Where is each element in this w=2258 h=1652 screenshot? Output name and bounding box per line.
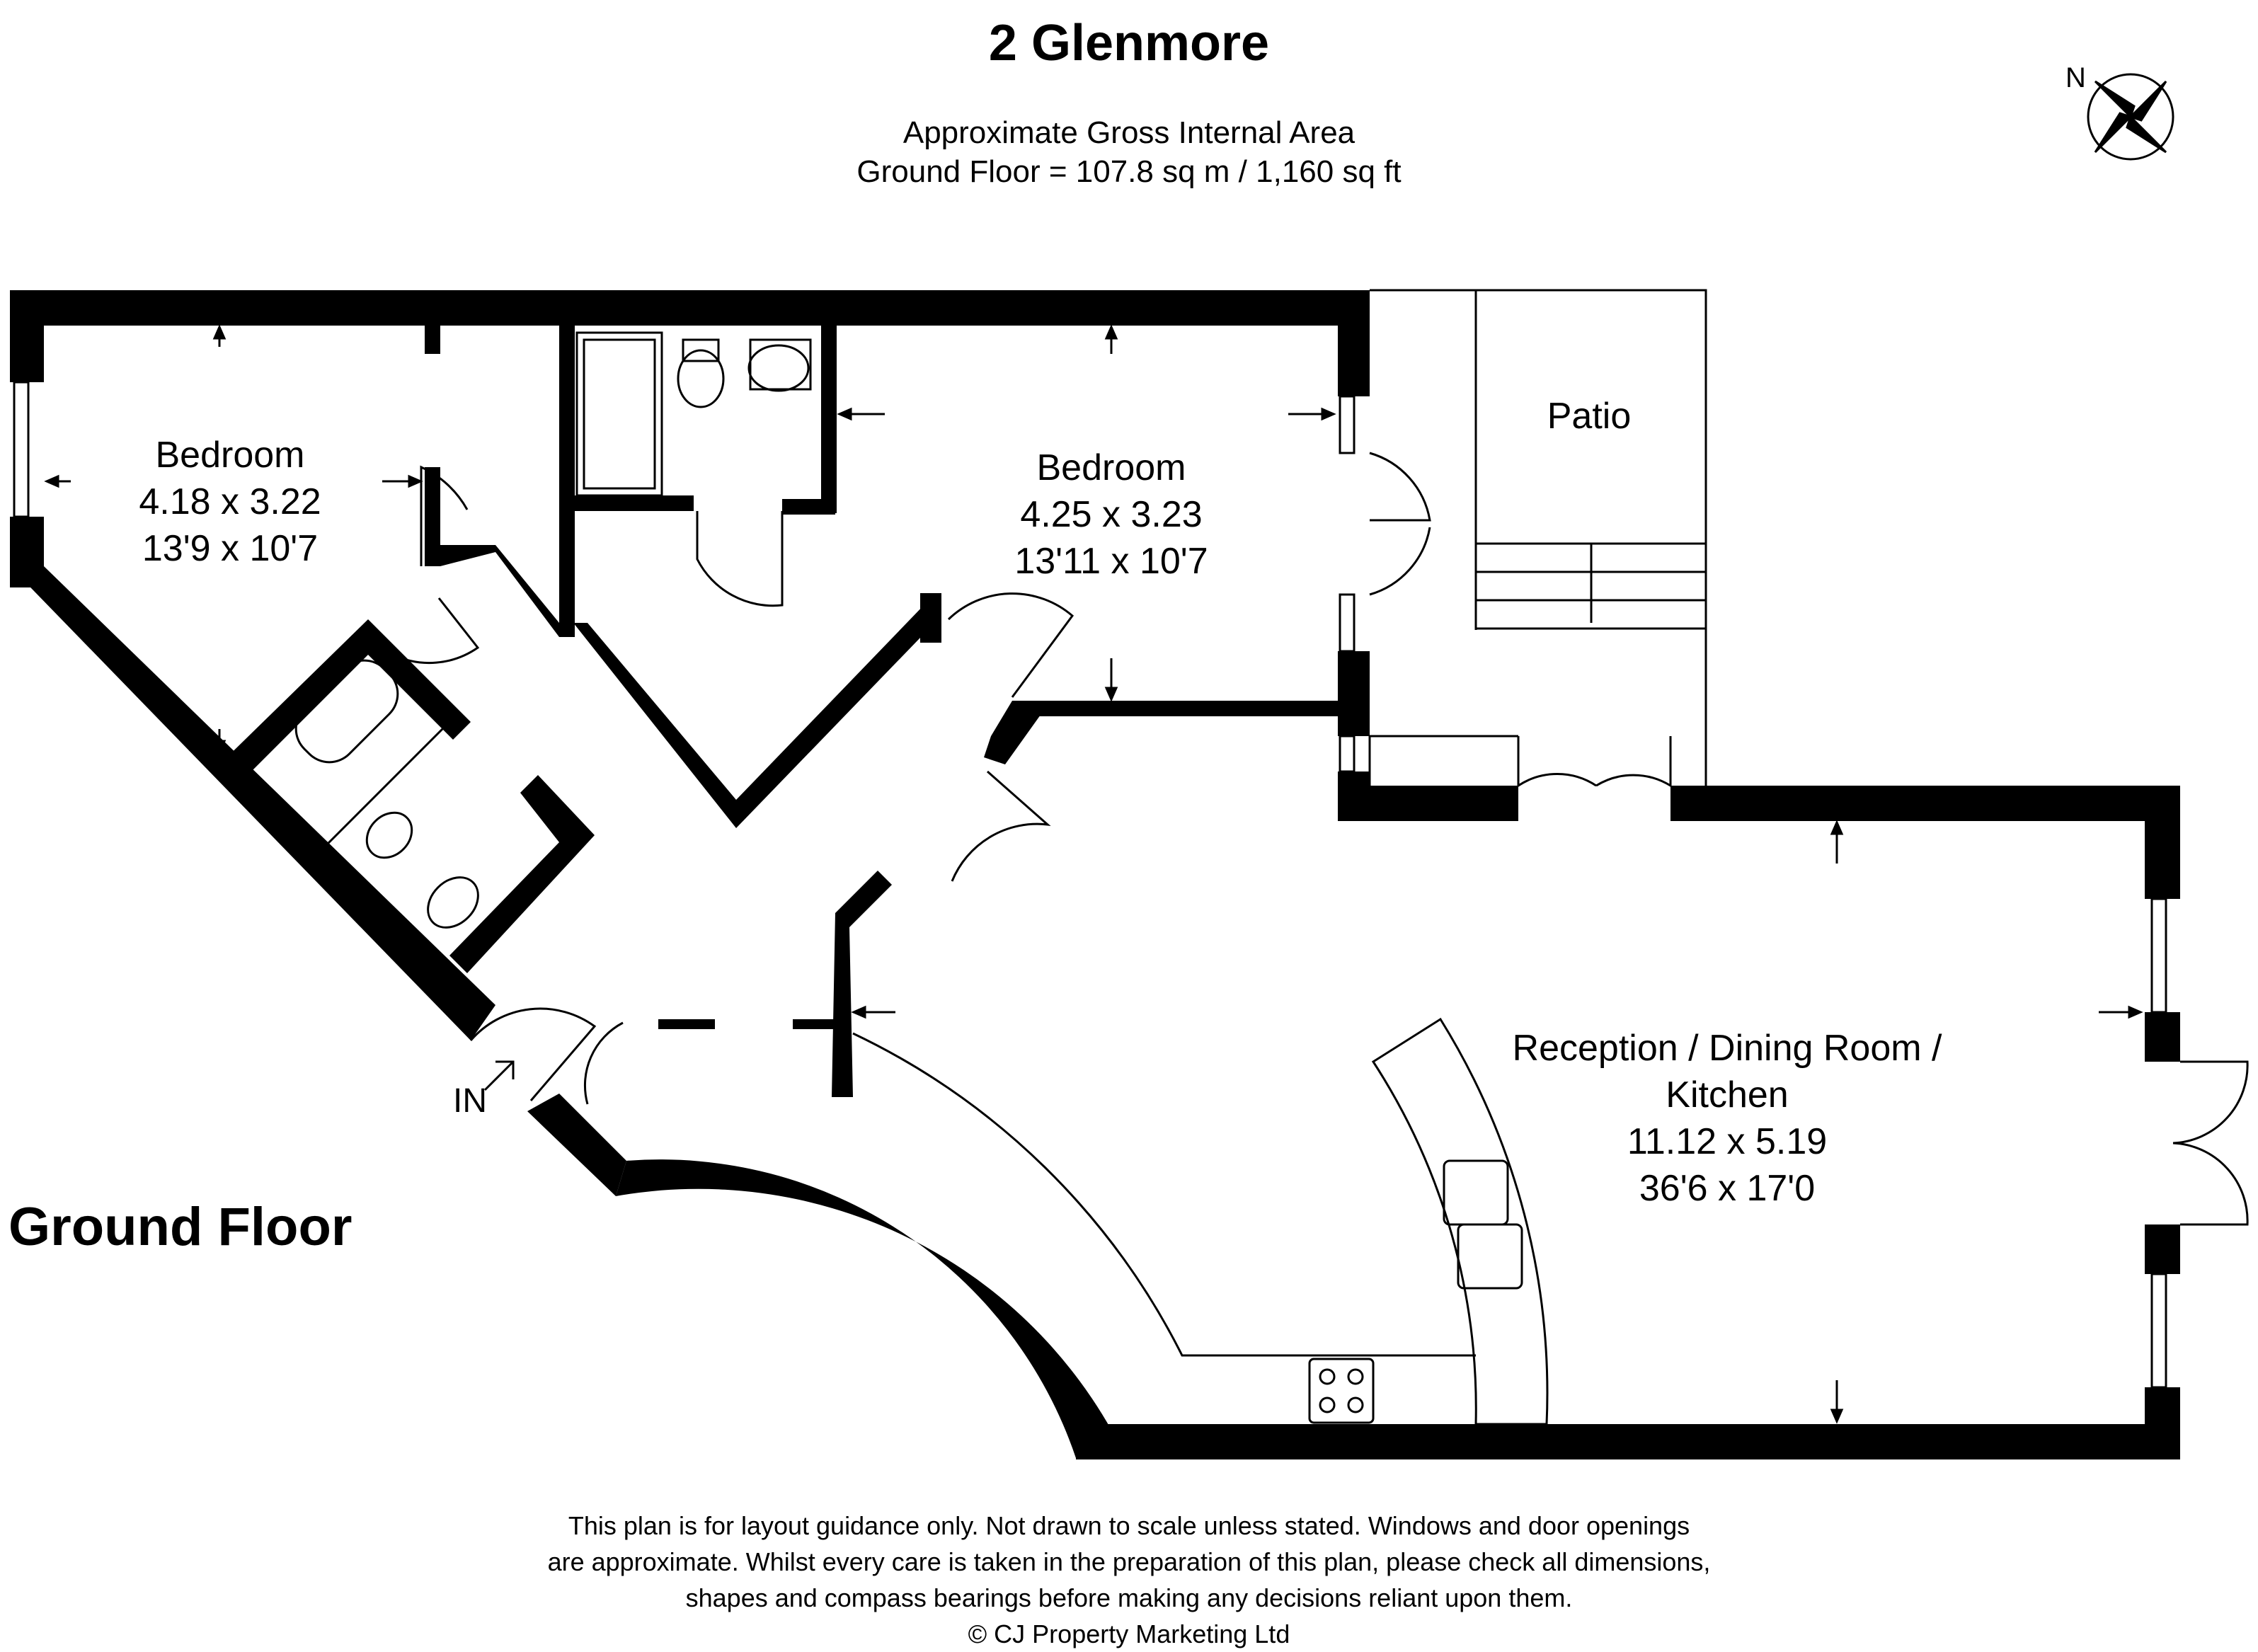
room-name-line2: Kitchen <box>1666 1074 1789 1115</box>
window-right-b <box>2150 1273 2167 1389</box>
room-name: Reception / Dining Room / <box>1512 1028 1942 1069</box>
bed2-bottom-wall <box>1012 701 1366 716</box>
area-value: Ground Floor = 107.8 sq m / 1,160 sq ft <box>856 154 1402 189</box>
bath <box>239 631 455 848</box>
entrance-label: IN <box>453 1082 487 1120</box>
bed2-right-wall <box>1338 290 1370 396</box>
hob <box>1308 1358 1375 1424</box>
room-label-bedroom-2: Bedroom 4.25 x 3.23 13'11 x 10'7 <box>991 444 1232 585</box>
door-patio-a <box>1517 736 1597 788</box>
hall-wall-lower <box>832 871 892 1097</box>
shower-inner <box>583 338 656 490</box>
patio-lower-line <box>1368 735 1518 786</box>
top-wall <box>10 290 1369 326</box>
door-reception-french-b <box>2172 1142 2249 1226</box>
bed2-right-wall-low <box>1338 771 1370 821</box>
copyright-line: © CJ Property Marketing Ltd <box>968 1619 1290 1648</box>
reception-top-wall <box>1670 786 2180 821</box>
door-bed2-french-a <box>1369 452 1431 522</box>
plan-title: 2 Glenmore <box>988 15 1270 71</box>
bathroom-basin <box>427 876 479 929</box>
ensuite-left-wall <box>559 326 575 637</box>
window-left <box>13 381 30 518</box>
right-wall-d <box>2145 1387 2180 1458</box>
bed1-cupboard-wall-lower <box>425 467 440 566</box>
right-wall-b <box>2145 1012 2180 1062</box>
entry-cupboard-wall <box>658 1019 715 1029</box>
disclaimer-line: shapes and compass bearings before makin… <box>685 1583 1573 1612</box>
ensuite-bottom-wall <box>566 495 694 511</box>
kitchen-counter <box>1371 1017 1549 1426</box>
door-reception-french-a <box>2172 1060 2249 1145</box>
shower-tray <box>575 331 663 497</box>
diagonal-left-wall <box>10 566 495 1040</box>
sink-2 <box>1457 1223 1523 1290</box>
window-bed2-c <box>1339 735 1356 773</box>
window-bed2-b <box>1339 593 1356 653</box>
compass-north-label: N <box>2065 62 2086 93</box>
window-bed2-a <box>1339 395 1356 454</box>
room-label-patio: Patio <box>1515 393 1663 440</box>
patio-outline <box>1370 289 1707 786</box>
room-label-bedroom-1: Bedroom 4.18 x 3.22 13'9 x 10'7 <box>113 432 347 572</box>
room-imperial: 13'9 x 10'7 <box>142 528 319 569</box>
window-right-a <box>2150 897 2167 1014</box>
area-heading: Approximate Gross Internal Area <box>902 115 1356 150</box>
left-wall-upper <box>10 290 44 382</box>
ensuite-bottom-wall-r <box>782 499 835 515</box>
bed2-right-wall-mid <box>1338 651 1370 736</box>
in-arrow <box>483 1060 515 1091</box>
door-cupboard <box>583 1021 624 1105</box>
right-wall-c <box>2145 1224 2180 1274</box>
room-imperial: 13'11 x 10'7 <box>1014 541 1208 582</box>
dimension-arrows <box>44 324 2143 1424</box>
ensuite-basin <box>747 344 810 392</box>
curved-wall <box>616 1159 1115 1458</box>
bathroom-top-wall <box>212 619 471 789</box>
door-bed2-french-b <box>1369 527 1431 596</box>
cupboard-block <box>440 545 559 637</box>
thin-lines <box>13 289 2249 1426</box>
compass-rose <box>2087 73 2174 161</box>
disclaimer: This plan is for layout guidance only. N… <box>0 1508 2258 1652</box>
room-name: Bedroom <box>155 435 305 476</box>
bed1-cupboard-wall <box>425 326 440 354</box>
room-metric: 4.18 x 3.22 <box>139 481 321 522</box>
vent-top <box>678 292 730 317</box>
door-bed2 <box>947 592 1074 698</box>
disclaimer-line: This plan is for layout guidance only. N… <box>568 1511 1690 1540</box>
room-label-reception: Reception / Dining Room / Kitchen 11.12 … <box>1458 1025 1996 1212</box>
room-name: Bedroom <box>1036 447 1186 488</box>
room-metric: 11.12 x 5.19 <box>1627 1121 1828 1162</box>
room-name: Patio <box>1547 396 1632 437</box>
bath-inner <box>294 659 399 764</box>
door-bed1-hall <box>392 597 480 665</box>
walls <box>10 290 2180 1459</box>
door-ensuite <box>696 511 784 607</box>
hall-wall-right <box>984 701 1041 764</box>
ensuite-toilet <box>677 349 725 408</box>
entry-wall <box>527 1094 626 1196</box>
bed2-door-jamb <box>920 593 941 643</box>
room-metric: 4.25 x 3.23 <box>1020 494 1203 535</box>
bed2-diagonal-wall <box>573 602 941 828</box>
door-entry <box>469 1007 597 1101</box>
door-bed1 <box>420 465 469 566</box>
kitchen-counter-inner <box>852 1032 1476 1357</box>
ensuite-right-wall <box>821 326 837 513</box>
entry-cupboard-wall-2 <box>793 1019 849 1029</box>
bathroom-toilet <box>365 811 413 859</box>
room-imperial: 36'6 x 17'0 <box>1639 1168 1816 1209</box>
door-patio-b <box>1595 736 1672 788</box>
floor-label: Ground Floor <box>8 1197 353 1257</box>
door-hall-lower <box>951 770 1051 882</box>
bathroom-right-wall <box>449 775 595 973</box>
bottom-wall <box>1076 1424 2180 1459</box>
disclaimer-line: are approximate. Whilst every care is ta… <box>547 1547 1711 1576</box>
